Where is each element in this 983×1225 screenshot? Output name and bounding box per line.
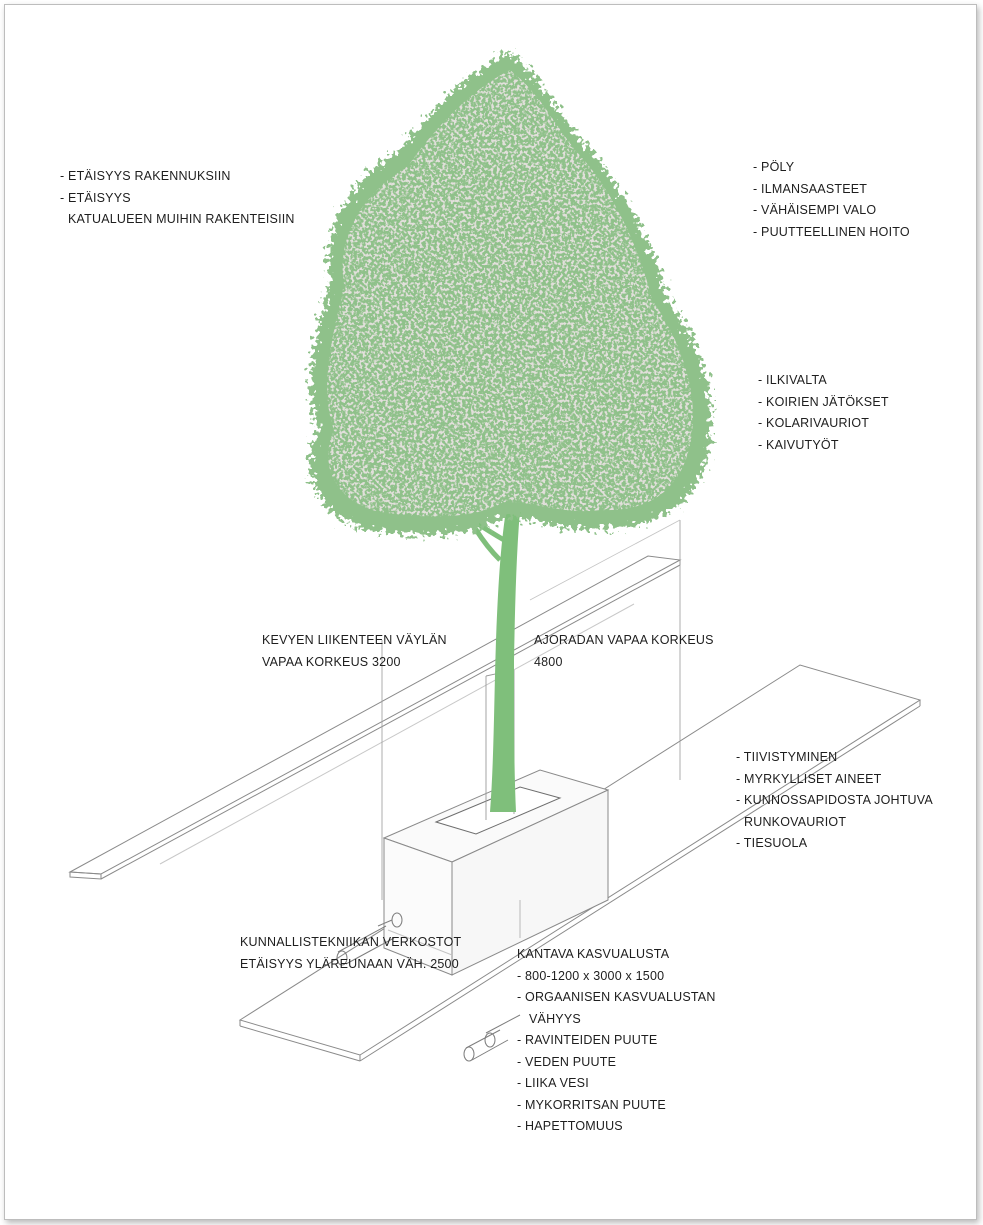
note-line: - 800-1200 x 3000 x 1500 <box>517 966 716 988</box>
note-line: - PÖLY <box>753 157 910 179</box>
note-line: - MYRKYLLISET AINEET <box>736 769 933 791</box>
note-line: 4800 <box>534 652 714 674</box>
utilities-label: KUNNALLISTEKNIIKAN VERKOSTOT ETÄISYYS YL… <box>240 932 461 975</box>
note-line: - LIIKA VESI <box>517 1073 716 1095</box>
road-clearance-label: AJORADAN VAPAA KORKEUS 4800 <box>534 630 714 673</box>
damage-notes: - ILKIVALTA - KOIRIEN JÄTÖKSET - KOLARIV… <box>758 370 889 456</box>
note-line: - TIIVISTYMINEN <box>736 747 933 769</box>
pedestrian-clearance-label: KEVYEN LIIKENTEEN VÄYLÄN VAPAA KORKEUS 3… <box>262 630 447 673</box>
street-tree <box>310 52 712 812</box>
note-line: VAPAA KORKEUS 3200 <box>262 652 447 674</box>
note-line: - KOIRIEN JÄTÖKSET <box>758 392 889 414</box>
growing-medium-notes: KANTAVA KASVUALUSTA - 800-1200 x 3000 x … <box>517 944 716 1138</box>
air-quality-notes: - PÖLY - ILMANSAASTEET - VÄHÄISEMPI VALO… <box>753 157 910 243</box>
note-line: - ILKIVALTA <box>758 370 889 392</box>
note-line: - VÄHÄISEMPI VALO <box>753 200 910 222</box>
note-line: - ORGAANISEN KASVUALUSTAN <box>517 987 716 1009</box>
note-line: KANTAVA KASVUALUSTA <box>517 944 716 966</box>
note-line: - PUUTTEELLINEN HOITO <box>753 222 910 244</box>
note-line: KUNNALLISTEKNIIKAN VERKOSTOT <box>240 932 461 954</box>
note-line: RUNKOVAURIOT <box>744 812 933 834</box>
note-line: VÄHYYS <box>529 1009 716 1031</box>
building-distance-notes: - ETÄISYYS RAKENNUKSIIN - ETÄISYYS KATUA… <box>60 166 295 231</box>
note-line: - KUNNOSSAPIDOSTA JOHTUVA <box>736 790 933 812</box>
note-line: ETÄISYYS YLÄREUNAAN VÄH. 2500 <box>240 954 461 976</box>
note-line: KATUALUEEN MUIHIN RAKENTEISIIN <box>68 209 295 231</box>
note-line: AJORADAN VAPAA KORKEUS <box>534 630 714 652</box>
note-line: - HAPETTOMUUS <box>517 1116 716 1138</box>
soil-stress-notes: - TIIVISTYMINEN - MYRKYLLISET AINEET - K… <box>736 747 933 855</box>
note-line: - TIESUOLA <box>736 833 933 855</box>
note-line: - ETÄISYYS <box>60 188 295 210</box>
note-line: - VEDEN PUUTE <box>517 1052 716 1074</box>
note-line: - RAVINTEIDEN PUUTE <box>517 1030 716 1052</box>
note-line: KEVYEN LIIKENTEEN VÄYLÄN <box>262 630 447 652</box>
note-line: - ETÄISYYS RAKENNUKSIIN <box>60 166 295 188</box>
note-line: - KAIVUTYÖT <box>758 435 889 457</box>
note-line: - ILMANSAASTEET <box>753 179 910 201</box>
note-line: - KOLARIVAURIOT <box>758 413 889 435</box>
note-line: - MYKORRITSAN PUUTE <box>517 1095 716 1117</box>
